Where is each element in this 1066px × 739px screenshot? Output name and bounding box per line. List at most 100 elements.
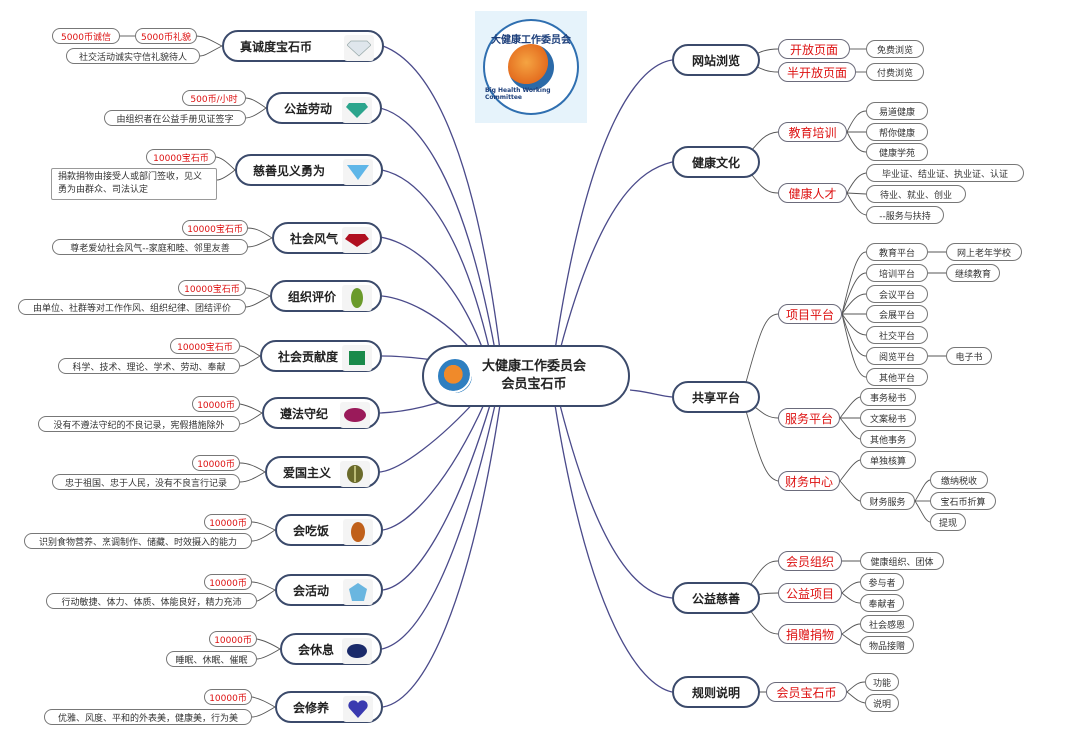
topaz-gem-icon	[343, 579, 373, 605]
leaf-item[interactable]: 参与者	[860, 573, 904, 591]
left-node-label: 会修养	[293, 700, 330, 715]
left-node-label: 会吃饭	[293, 523, 330, 538]
left-node-contribution[interactable]: 社会贡献度	[260, 340, 382, 372]
value-badge: 10000宝石币	[146, 149, 216, 165]
left-node-label: 慈善见义勇为	[253, 163, 326, 178]
emerald-gem-icon	[342, 97, 372, 123]
leaf-item[interactable]: 付费浏览	[866, 63, 924, 81]
branch-education-training[interactable]: 教育培训	[778, 122, 847, 142]
description-note: 由组织者在公益手册见证签字	[104, 110, 246, 126]
branch-project-platform[interactable]: 项目平台	[778, 304, 842, 324]
left-node-activity[interactable]: 会活动	[275, 574, 383, 606]
description-note: 由单位、社群等对工作作风、组织纪律、团结评价	[18, 299, 246, 315]
leaf-item[interactable]: 健康组织、团体	[860, 552, 944, 570]
right-node-website[interactable]: 网站浏览	[672, 44, 760, 76]
leaf-item[interactable]: 健康学苑	[866, 143, 928, 161]
value-badge: 10000币	[204, 514, 252, 530]
diamond-gem-icon	[344, 35, 374, 61]
branch-finance-center[interactable]: 财务中心	[778, 471, 840, 491]
leaf-item[interactable]: 会议平台	[866, 285, 928, 303]
leaf-item[interactable]: 缴纳税收	[930, 471, 988, 489]
logo-emblem: 大健康工作委员会 Big Health Working Committee	[483, 19, 579, 115]
logo-subtitle: Big Health Working Committee	[485, 87, 551, 101]
left-node-law-abiding[interactable]: 遵法守纪	[262, 397, 380, 429]
left-node-cultivation[interactable]: 会修养	[275, 691, 383, 723]
description-note: 尊老爱幼社会风气--家庭和睦、邻里友善	[52, 239, 248, 255]
branch-welfare-project[interactable]: 公益项目	[778, 583, 842, 603]
branch-open-pages[interactable]: 开放页面	[778, 39, 850, 59]
left-node-social-ethos[interactable]: 社会风气	[272, 222, 382, 254]
leaf-item[interactable]: 教育平台	[866, 243, 928, 261]
leaf-item[interactable]: 事务秘书	[860, 388, 916, 406]
branch-member-gem-coin[interactable]: 会员宝石币	[766, 682, 847, 702]
logo-title: 大健康工作委员会	[491, 35, 571, 46]
opal-gem-icon	[343, 519, 373, 545]
value-badge: 10000币	[192, 396, 240, 412]
branch-semi-open-pages[interactable]: 半开放页面	[778, 62, 856, 82]
heart-sapphire-gem-icon	[343, 696, 373, 722]
right-node-health-culture[interactable]: 健康文化	[672, 146, 760, 178]
leaf-item[interactable]: 电子书	[946, 347, 992, 365]
emerald-square-gem-icon	[342, 345, 372, 371]
branch-health-talent[interactable]: 健康人才	[778, 183, 847, 203]
left-node-label: 真诚度宝石币	[240, 39, 313, 54]
leaf-item[interactable]: 社交平台	[866, 326, 928, 344]
leaf-item[interactable]: 易道健康	[866, 102, 928, 120]
value-badge: 10000币	[192, 455, 240, 471]
leaf-item[interactable]: 培训平台	[866, 264, 928, 282]
branch-member-org[interactable]: 会员组织	[778, 551, 842, 571]
right-node-rules[interactable]: 规则说明	[672, 676, 760, 708]
left-node-patriotism[interactable]: 爱国主义	[265, 456, 380, 488]
globe-icon	[508, 44, 554, 90]
left-node-org-evaluation[interactable]: 组织评价	[270, 280, 382, 312]
leaf-item[interactable]: 阅览平台	[866, 347, 928, 365]
leaf-item[interactable]: 待业、就业、创业	[866, 185, 966, 203]
leaf-item[interactable]: 其他事务	[860, 430, 916, 448]
peridot-gem-icon	[342, 285, 372, 311]
committee-logo: 大健康工作委员会 Big Health Working Committee	[475, 11, 587, 123]
right-node-shared-platform[interactable]: 共享平台	[672, 381, 760, 413]
left-node-charity[interactable]: 慈善见义勇为	[235, 154, 383, 186]
sapphire-gem-icon	[342, 638, 372, 664]
leaf-item[interactable]: 宝石币折算	[930, 492, 996, 510]
cats-eye-gem-icon	[340, 461, 370, 487]
leaf-item[interactable]: 单独核算	[860, 451, 916, 469]
left-node-eating[interactable]: 会吃饭	[275, 514, 383, 546]
leaf-item[interactable]: 会展平台	[866, 305, 928, 323]
leaf-item[interactable]: 继续教育	[946, 264, 1000, 282]
left-node-rest[interactable]: 会休息	[280, 633, 382, 665]
leaf-item[interactable]: 文案秘书	[860, 409, 916, 427]
leaf-item[interactable]: 免费浏览	[866, 40, 924, 58]
value-badge: 10000宝石币	[170, 338, 240, 354]
description-note: 优雅、风度、平和的外表美，健康美，行为美	[44, 709, 252, 725]
description-note: 科学、技术、理论、学术、劳动、奉献	[58, 358, 240, 374]
leaf-item[interactable]: 其他平台	[866, 368, 928, 386]
left-node-label: 爱国主义	[283, 465, 332, 480]
right-node-public-welfare[interactable]: 公益慈善	[672, 582, 760, 614]
description-note: 行动敏捷、体力、体质、体能良好，精力充沛	[46, 593, 257, 609]
leaf-item[interactable]: 说明	[865, 694, 899, 712]
leaf-item[interactable]: 功能	[865, 673, 899, 691]
leaf-item[interactable]: 帮你健康	[866, 123, 928, 141]
left-node-public-labor[interactable]: 公益劳动	[266, 92, 382, 124]
branch-service-platform[interactable]: 服务平台	[778, 408, 840, 428]
value-badge: 5000币礼貌	[135, 28, 197, 44]
leaf-item[interactable]: 物品接赠	[860, 636, 914, 654]
leaf-item[interactable]: 奉献者	[860, 594, 904, 612]
left-node-sincerity[interactable]: 真诚度宝石币	[222, 30, 384, 62]
left-node-label: 会活动	[293, 583, 330, 598]
center-node[interactable]: 大健康工作委员会 会员宝石币	[422, 345, 630, 407]
value-badge: 10000币	[209, 631, 257, 647]
leaf-item[interactable]: 网上老年学校	[946, 243, 1022, 261]
ruby-gem-icon	[342, 227, 372, 253]
aquamarine-gem-icon	[343, 159, 373, 185]
branch-donation[interactable]: 捐赠捐物	[778, 624, 842, 644]
leaf-item[interactable]: 社会感恩	[860, 615, 914, 633]
leaf-item[interactable]: 财务服务	[860, 492, 915, 510]
leaf-item[interactable]: 毕业证、结业证、执业证、认证	[866, 164, 1024, 182]
description-note: 忠于祖国、忠于人民，没有不良言行记录	[52, 474, 240, 490]
left-node-label: 社会贡献度	[278, 349, 339, 364]
leaf-item[interactable]: --服务与扶持	[866, 206, 944, 224]
leaf-item[interactable]: 提现	[930, 513, 966, 531]
left-node-label: 遵法守纪	[280, 406, 329, 421]
